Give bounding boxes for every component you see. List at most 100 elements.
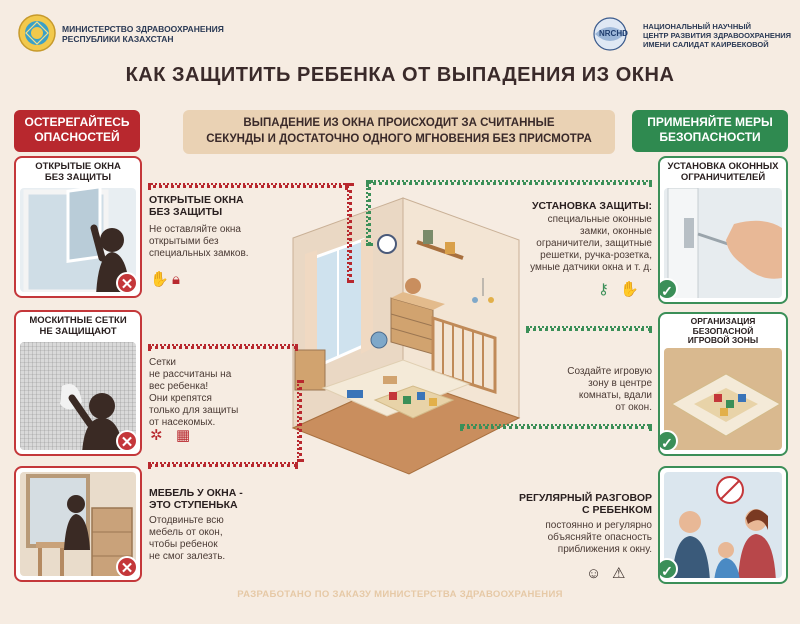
safety-description-line2: зону в центре [588,378,652,389]
safety-check-icon: ✓ [660,278,678,300]
key-icon: ⚷ [598,281,609,298]
safety-pill-line2: БЕЗОПАСНОСТИ [659,130,761,144]
net-icon: ▦ [176,427,191,444]
mosquito-net-illustration [20,342,136,450]
safety-description-line3: комнаты, вдали [578,390,652,401]
danger-description-line2: мебель от окон, [149,527,223,538]
connector-line [526,326,652,331]
parent-talk-illustration [664,472,782,578]
safety-description-line3: ограничители, защитные [536,238,652,249]
safety-card-title: ОРГАНИЗАЦИЯ БЕЗОПАСНОЙ ИГРОВОЙ ЗОНЫ [660,314,786,346]
hand-stop-icon: ✋ [150,271,169,288]
danger-description-line3: специальных замков. [149,248,249,259]
danger-card-title-line1: МОСКИТНЫЕ СЕТКИ [29,315,127,326]
safety-text-play-zone: Создайте игровую зону в центре комнаты, … [530,366,652,414]
nursery-room-illustration [283,178,527,482]
safety-description-line1: Создайте игровую [567,366,652,377]
danger-heading-line1: ОТКРЫТЫЕ ОКНА [149,194,244,206]
mosquito-icon: ✲ [150,427,163,444]
safety-text-protection: УСТАНОВКА ЗАЩИТЫ: специальные оконные за… [506,200,652,274]
beware-pill: ОСТЕРЕГАЙТЕСЬ ОПАСНОСТЕЙ [14,110,140,152]
ministry-name-line2: РЕСПУБЛИКИ КАЗАХСТАН [62,34,174,44]
safety-pill-line1: ПРИМЕНЯЙТЕ МЕРЫ [647,115,773,129]
hand-icon: ✋ [620,281,639,298]
safety-check-icon: ✓ [660,558,678,580]
danger-card-title-line2: НЕ ЗАЩИЩАЮТ [39,326,117,337]
safety-description-line1: специальные оконные [547,214,652,225]
safety-heading: РЕГУЛЯРНЫЙ РАЗГОВОР С РЕБЕНКОМ [498,492,652,516]
safety-description-line2: объясняйте опасность [547,532,652,543]
connector-line [148,183,348,188]
safety-card-play-zone: ОРГАНИЗАЦИЯ БЕЗОПАСНОЙ ИГРОВОЙ ЗОНЫ ✓ [658,312,788,456]
safety-card-title-line1: ОРГАНИЗАЦИЯ [690,316,756,326]
danger-close-icon: ✕ [116,430,138,452]
beware-pill-line1: ОСТЕРЕГАЙТЕСЬ [24,115,130,129]
safety-pill: ПРИМЕНЯЙТЕ МЕРЫ БЕЗОПАСНОСТИ [632,110,788,152]
danger-description: Не оставляйте окна открытыми без специал… [149,224,287,260]
danger-description-line4: не смог залезть. [149,551,226,562]
beware-pill-line2: ОПАСНОСТЕЙ [34,130,120,144]
nrchd-name-line3: ИМЕНИ САЛИДАТ КАИРБЕКОВОЙ [643,40,769,49]
play-zone-illustration [664,348,782,450]
ministry-name-line1: МИНИСТЕРСТВО ЗДРАВООХРАНЕНИЯ [62,24,224,34]
danger-card-furniture: ✕ [14,466,142,582]
connector-line [366,180,652,185]
ministry-name: МИНИСТЕРСТВО ЗДРАВООХРАНЕНИЯ РЕСПУБЛИКИ … [62,24,224,44]
danger-card-title-line2: БЕЗ ЗАЩИТЫ [44,172,112,183]
safety-description: специальные оконные замки, оконные огран… [506,214,652,274]
danger-close-icon: ✕ [116,556,138,578]
nrchd-name: НАЦИОНАЛЬНЫЙ НАУЧНЫЙ ЦЕНТР РАЗВИТИЯ ЗДРА… [643,22,791,49]
furniture-illustration [20,472,136,576]
danger-heading: ОТКРЫТЫЕ ОКНА БЕЗ ЗАЩИТЫ [149,194,287,218]
safety-card-title-line2: БЕЗОПАСНОЙ [692,325,754,336]
danger-card-title-line1: ОТКРЫТЫЕ ОКНА [35,161,121,172]
warning-banner-line1: ВЫПАДЕНИЕ ИЗ ОКНА ПРОИСХОДИТ ЗА СЧИТАННЫ… [243,117,555,129]
connector-line [297,380,302,462]
danger-description-line5: только для защиты [149,405,239,416]
footer-credit: РАЗРАБОТАНО ПО ЗАКАЗУ МИНИСТЕРСТВА ЗДРАВ… [237,589,563,600]
warning-triangle-icon: ⚠ [612,565,626,582]
safety-description: постоянно и регулярно объясняйте опаснос… [498,520,652,556]
danger-card-open-windows: ОТКРЫТЫЕ ОКНА БЕЗ ЗАЩИТЫ ✕ [14,156,142,298]
safety-heading-line2: С РЕБЕНКОМ [582,504,652,516]
safety-description-line2: замки, оконные [580,226,652,237]
connector-line [460,424,652,429]
danger-description-line2: не рассчитаны на [149,369,232,380]
danger-description-line1: Сетки [149,357,176,368]
danger-card-mosquito-nets: МОСКИТНЫЕ СЕТКИ НЕ ЗАЩИЩАЮТ ✕ [14,310,142,456]
danger-description-line1: Отодвиньте всю [149,515,224,526]
danger-description-line3: чтобы ребенок [149,539,218,550]
safety-card-title-line1: УСТАНОВКА ОКОННЫХ [667,161,779,172]
safety-card-title: УСТАНОВКА ОКОННЫХ ОГРАНИЧИТЕЛЕЙ [660,158,786,183]
nrchd-name-line2: ЦЕНТР РАЗВИТИЯ ЗДРАВООХРАНЕНИЯ [643,31,792,40]
safety-description-line4: решетки, ручка-розетка, [540,250,652,261]
connector-line [347,183,352,283]
connector-line [148,462,298,467]
danger-card-title: ОТКРЫТЫЕ ОКНА БЕЗ ЗАЩИТЫ [16,158,140,183]
danger-description-line4: Они крепятся [149,393,212,404]
danger-heading-line2: БЕЗ ЗАЩИТЫ [149,206,223,218]
danger-description: Отодвиньте всю мебель от окон, чтобы реб… [149,515,289,563]
nrchd-logo: NRCHD [585,16,635,52]
danger-description-line6: от насекомых. [149,417,216,428]
ministry-emblem [18,14,56,52]
danger-heading-line1: МЕБЕЛЬ У ОКНА - [149,487,243,499]
safety-description-line1: постоянно и регулярно [545,520,652,531]
danger-text-mosquito-nets: Сетки не рассчитаны на вес ребенка! Они … [149,357,279,429]
safety-check-icon: ✓ [660,430,678,452]
danger-text-furniture: МЕБЕЛЬ У ОКНА - ЭТО СТУПЕНЬКА Отодвиньте… [149,487,289,563]
danger-description-line2: открытыми без [149,236,219,247]
safety-card-talk: ✓ [658,466,788,584]
lock-icon: 🔒︎ [172,271,180,288]
danger-description-line1: Не оставляйте окна [149,224,241,235]
safety-description-line5: умные датчики окна и т. д. [530,262,652,273]
safety-text-talk: РЕГУЛЯРНЫЙ РАЗГОВОР С РЕБЕНКОМ постоянно… [498,492,652,556]
safety-heading: УСТАНОВКА ЗАЩИТЫ: [531,200,652,212]
open-window-illustration [20,188,136,292]
safety-description-line4: от окон. [615,402,652,413]
safety-card-window-limiters: УСТАНОВКА ОКОННЫХ ОГРАНИЧИТЕЛЕЙ ✓ [658,156,788,304]
danger-close-icon: ✕ [116,272,138,294]
safety-heading-line1: РЕГУЛЯРНЫЙ РАЗГОВОР [518,492,652,504]
safety-card-title-line3: ИГРОВОЙ ЗОНЫ [687,335,759,345]
warning-banner: ВЫПАДЕНИЕ ИЗ ОКНА ПРОИСХОДИТ ЗА СЧИТАННЫ… [183,110,615,154]
